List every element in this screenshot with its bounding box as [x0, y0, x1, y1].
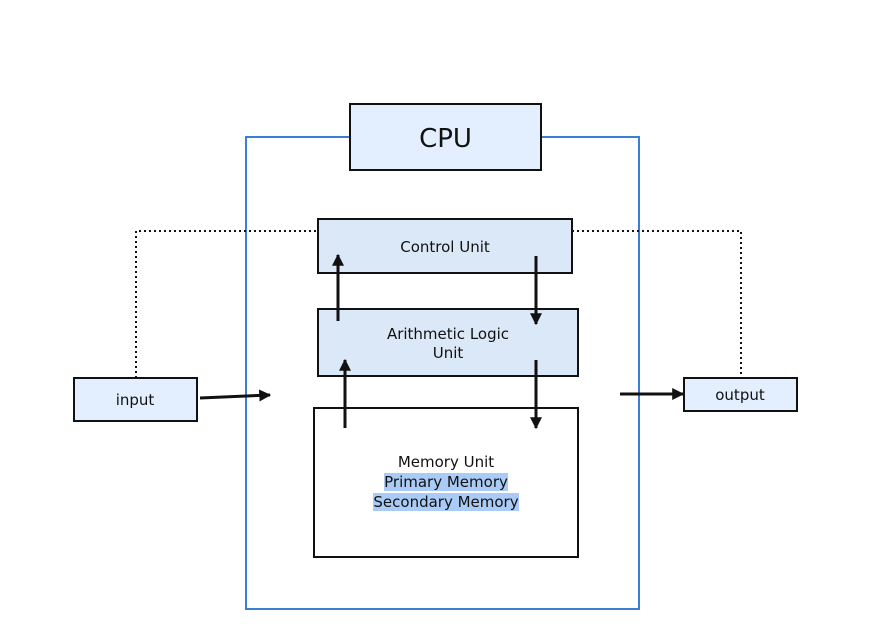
cpu-title-box — [349, 103, 542, 171]
control-unit-box — [317, 218, 573, 274]
alu-label-line2: Unit — [433, 344, 464, 362]
alu-label-line1: Arithmetic Logic — [387, 325, 509, 343]
output-label: output — [715, 386, 765, 404]
memory-item-secondary: Secondary Memory — [373, 493, 519, 511]
memory-unit-text-area: Memory Unit Primary Memory Secondary Mem… — [373, 453, 519, 511]
input-label: input — [116, 391, 155, 409]
memory-item-primary: Primary Memory — [384, 473, 508, 491]
cpu-title: CPU — [419, 124, 472, 154]
control-to-output-dotted-line — [572, 230, 742, 378]
input-to-control-dotted-line — [135, 230, 318, 378]
input-to-cpu-arrow — [199, 389, 272, 402]
control-unit-label: Control Unit — [400, 238, 490, 256]
memory-unit-title: Memory Unit — [397, 453, 495, 471]
input-box — [73, 377, 198, 422]
